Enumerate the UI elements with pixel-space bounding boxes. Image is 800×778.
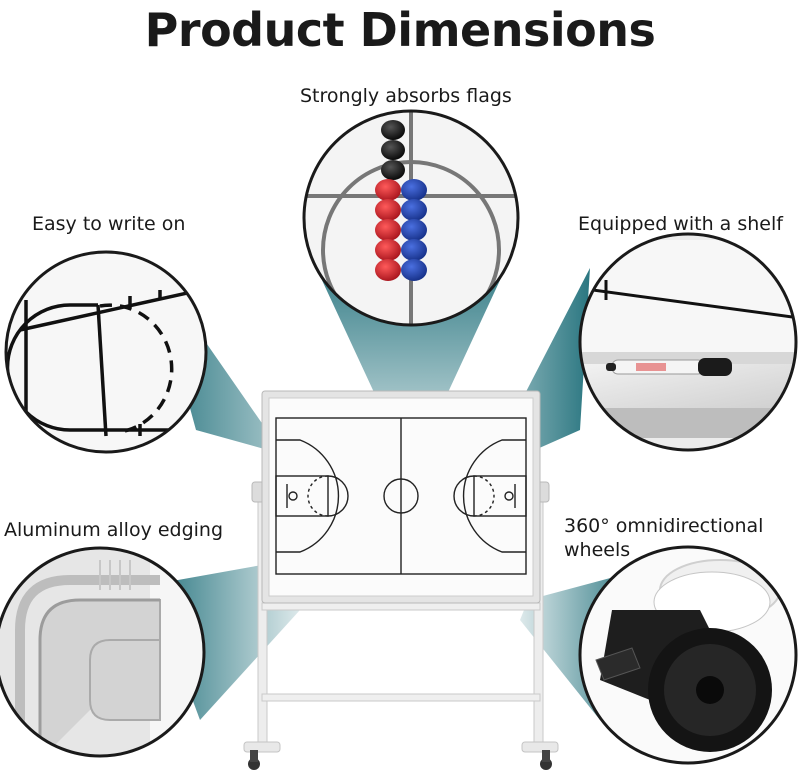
feature-label-write: Easy to write on [32, 213, 186, 235]
detail-circle-flags [302, 109, 520, 327]
whiteboard [261, 390, 541, 604]
detail-circle-wheels [578, 545, 798, 765]
page-title: Product Dimensions [144, 3, 656, 57]
detail-circle-write [4, 250, 208, 454]
feature-label-flags: Strongly absorbs flags [300, 85, 512, 107]
detail-circle-edging [0, 546, 206, 758]
magnets-black [381, 120, 405, 180]
marker-pen [606, 358, 732, 376]
magnets-red [375, 179, 401, 281]
court-diagram [275, 417, 527, 575]
feature-label-shelf: Equipped with a shelf [578, 213, 783, 235]
magnets-blue [401, 179, 427, 281]
detail-circle-shelf [578, 232, 798, 452]
feature-label-wheels: 360° omnidirectional wheels [564, 515, 764, 561]
feature-label-edging: Aluminum alloy edging [4, 519, 224, 541]
